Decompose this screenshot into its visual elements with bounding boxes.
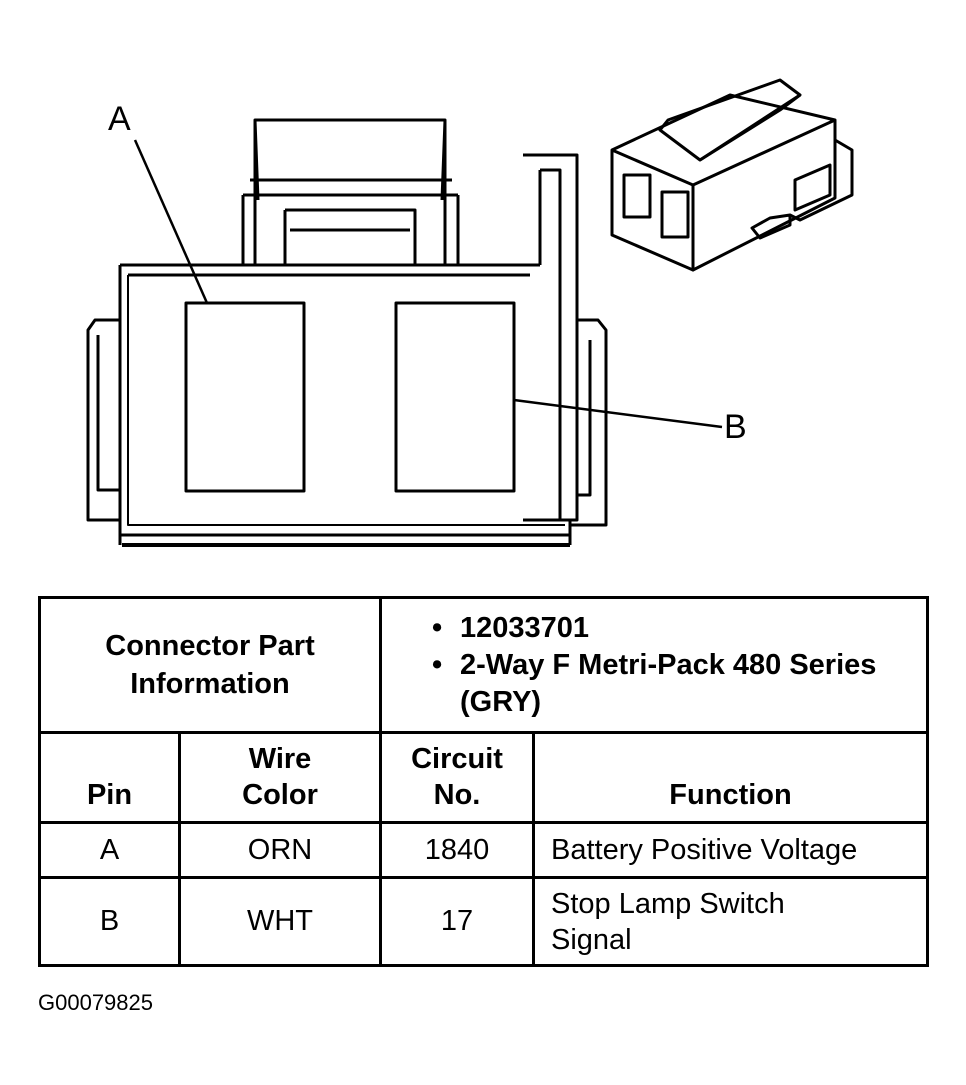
connector-info-table: Connector Part Information 12033701 2-Wa… <box>38 596 930 967</box>
leader-line-a <box>133 139 209 304</box>
leader-line-b <box>513 398 723 429</box>
cavity-a <box>184 301 306 493</box>
col-header-function: Function <box>531 731 930 824</box>
circuit-cell: 1840 <box>379 821 535 879</box>
connector-diagram: A B <box>86 78 854 547</box>
part-number: 12033701 <box>432 610 926 647</box>
callout-a: A <box>108 100 131 138</box>
wire-color-cell: WHT <box>178 876 382 967</box>
column-header-row: Pin Wire Color Circuit No. Function <box>38 731 930 824</box>
connector-side-tabs <box>86 318 608 527</box>
connector-latch <box>241 118 460 267</box>
col-header-pin: Pin <box>38 731 181 824</box>
function-cell: Stop Lamp Switch Signal <box>531 876 930 967</box>
pin-cell: A <box>38 821 181 879</box>
col-header-wire-color: Wire Color <box>178 731 382 824</box>
pin-cell: B <box>38 876 181 967</box>
part-info-values: 12033701 2-Way F Metri-Pack 480 Series (… <box>378 596 930 734</box>
function-cell: Battery Positive Voltage <box>531 821 930 879</box>
figure-id: G00079825 <box>38 990 153 1015</box>
circuit-cell: 17 <box>379 876 535 967</box>
part-info-label: Connector Part Information <box>38 596 382 734</box>
connector-isometric-view <box>610 78 854 272</box>
connector-post <box>523 153 579 522</box>
table-row: A ORN 1840 Battery Positive Voltage <box>38 821 930 879</box>
part-info-row: Connector Part Information 12033701 2-Wa… <box>38 596 930 734</box>
wire-color-cell: ORN <box>178 821 382 879</box>
part-description: 2-Way F Metri-Pack 480 Series (GRY) <box>432 647 926 721</box>
cavity-b <box>394 301 516 493</box>
callout-b: B <box>724 408 747 446</box>
col-header-circuit: Circuit No. <box>379 731 535 824</box>
table-row: B WHT 17 Stop Lamp Switch Signal <box>38 876 930 967</box>
